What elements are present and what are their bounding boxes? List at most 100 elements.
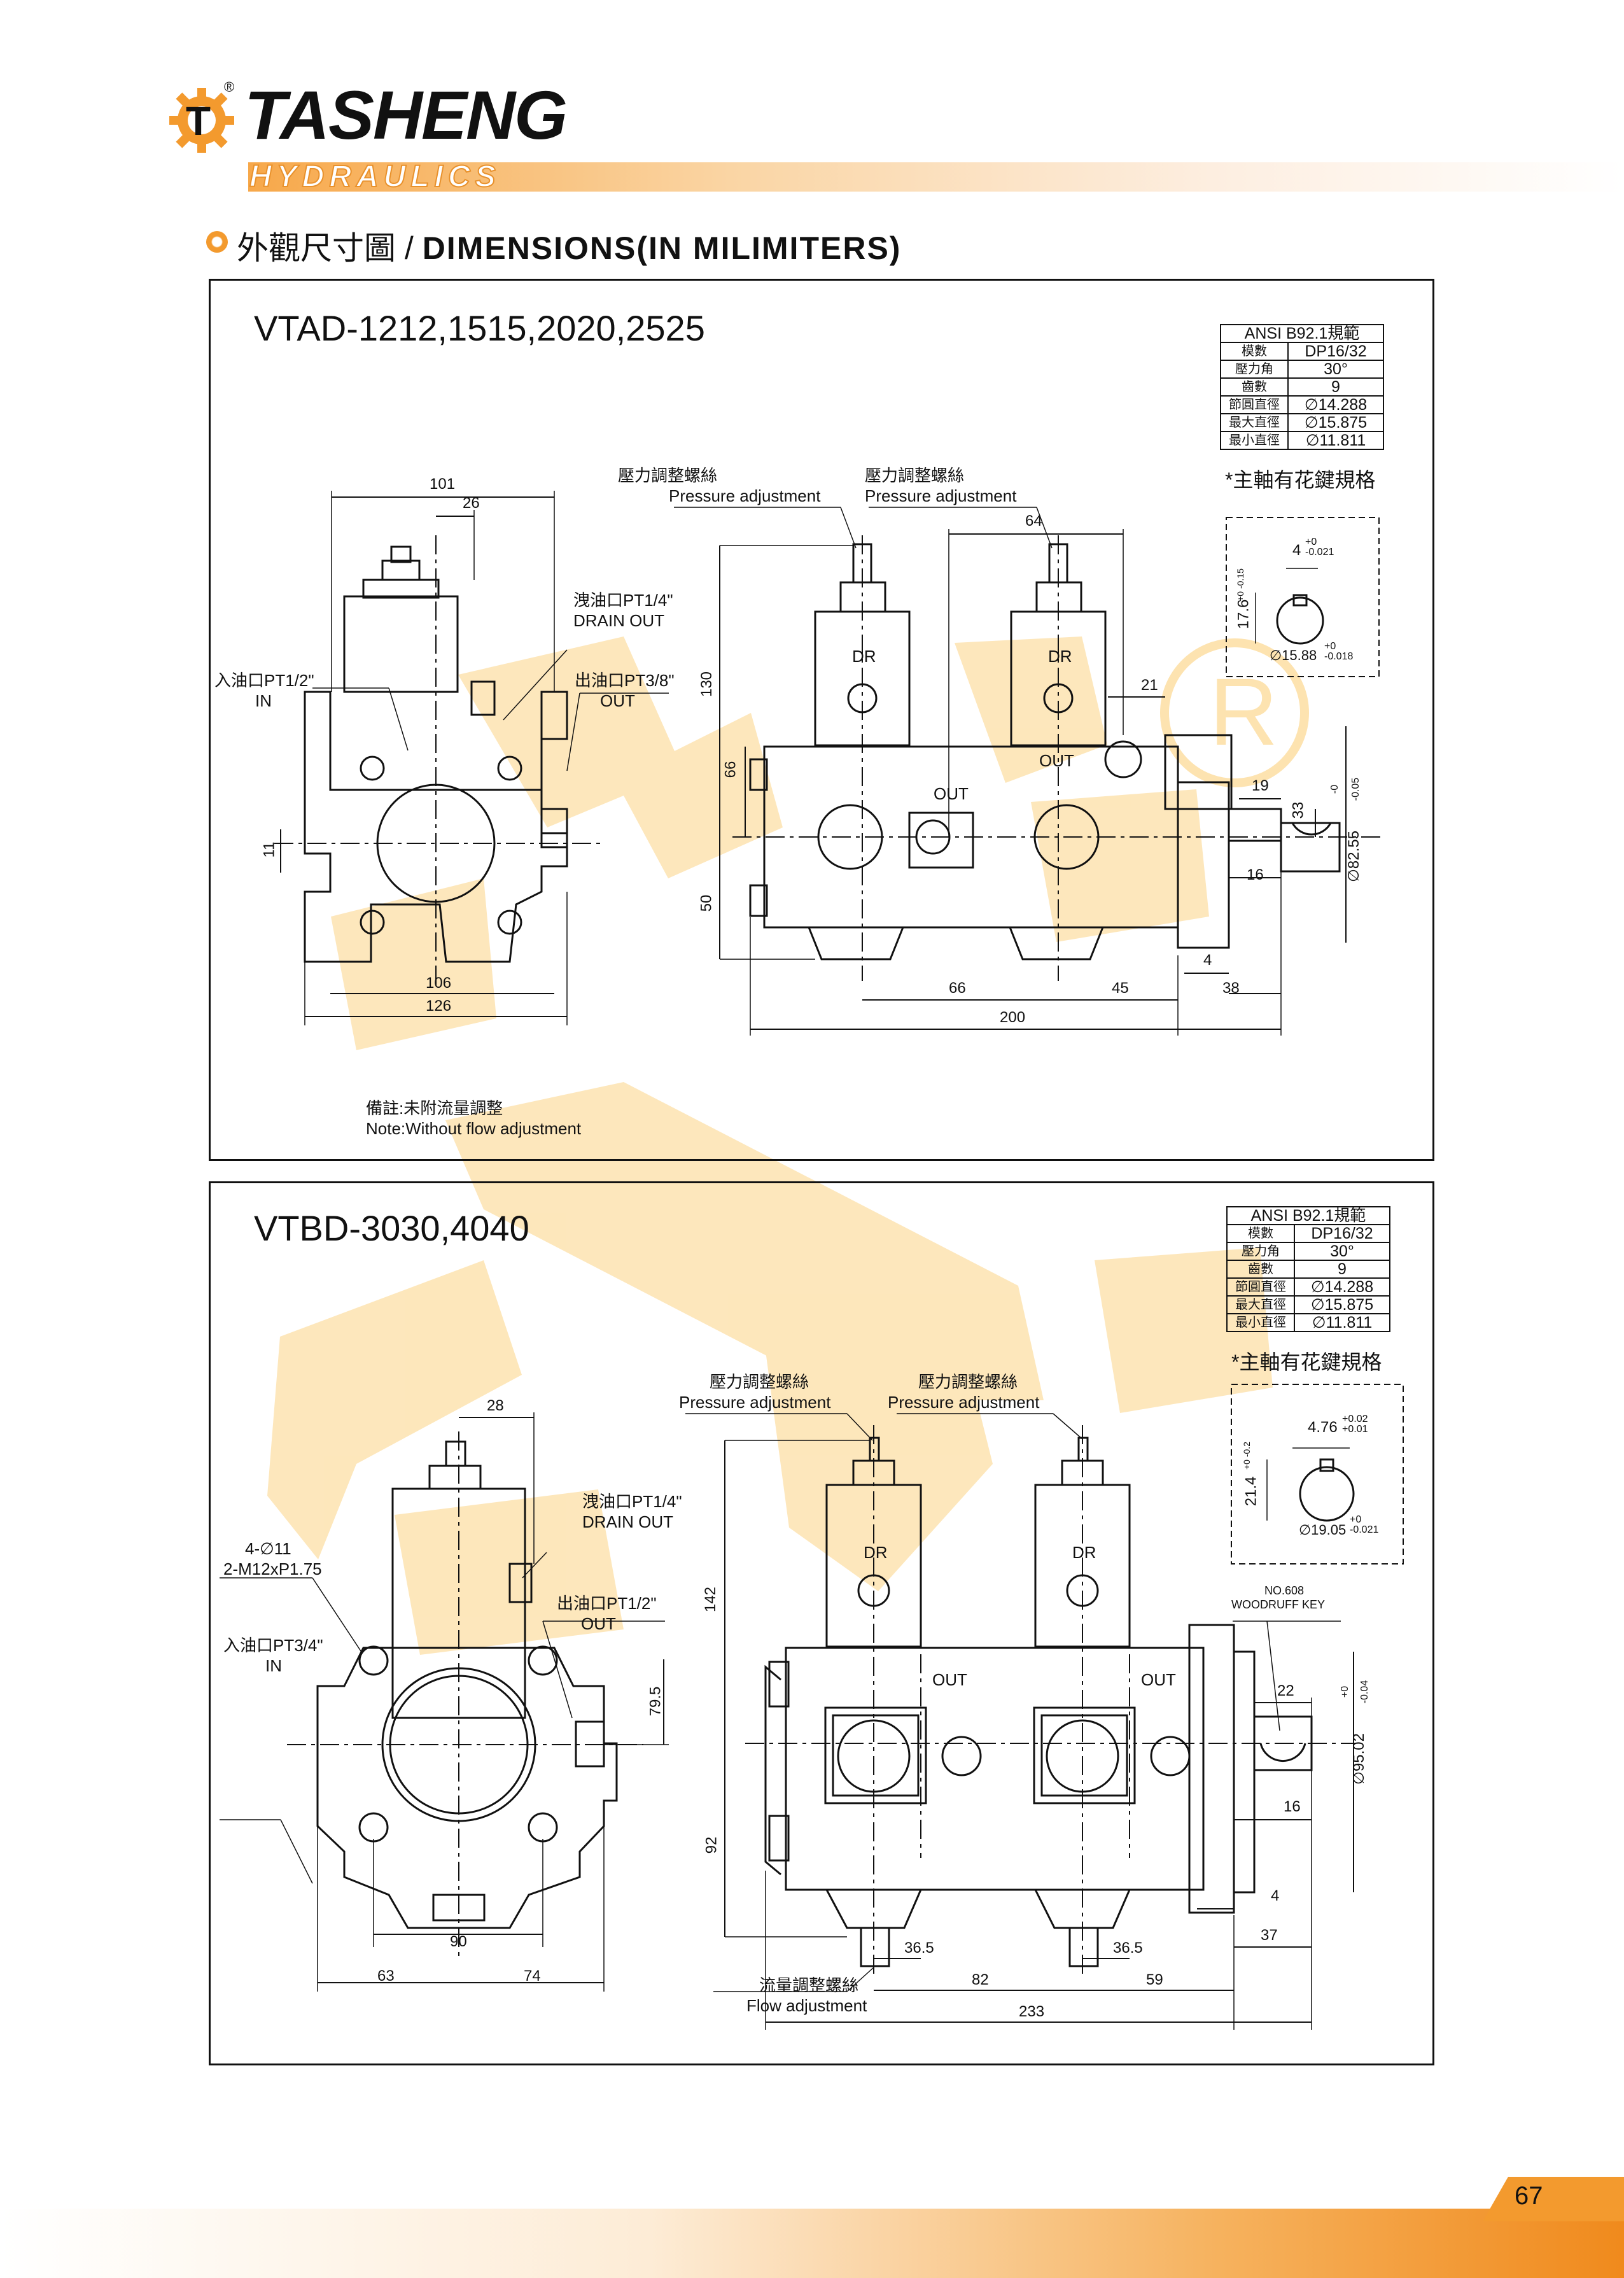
page-number: 67	[1515, 2182, 1543, 2210]
key-width-tol-up: +0.02	[1342, 1414, 1368, 1424]
out-port-label-2: OUT	[1141, 1670, 1176, 1689]
dim-4: 4	[1203, 952, 1212, 969]
out-port-label-1: OUT	[932, 1670, 967, 1689]
in-label-cn: 入油口PT3/4"	[223, 1636, 323, 1655]
gear-logo-icon: T	[169, 88, 234, 153]
dim-66v: 66	[722, 761, 739, 778]
dim-101: 101	[430, 475, 456, 493]
section-title: 外觀尺寸圖 / DIMENSIONS(IN MILIMITERS)	[237, 223, 901, 269]
dim-74: 74	[524, 1967, 541, 1985]
key-width-tol-up: +0	[1305, 537, 1317, 547]
dim-106: 106	[426, 974, 452, 992]
section-title-cn: 外觀尺寸圖	[237, 230, 396, 266]
dim-59: 59	[1146, 1971, 1163, 1988]
dim-79-5: 79.5	[647, 1686, 664, 1717]
model-title: VTBD-3030,4040	[254, 1208, 529, 1248]
dr-label-2: DR	[1048, 647, 1072, 666]
spline-note: *主軸有花鍵規格	[1231, 1351, 1382, 1374]
key-width: 4	[1292, 542, 1301, 559]
spec-header: ANSI B92.1規範	[1220, 324, 1384, 343]
svg-text:T: T	[186, 98, 211, 144]
out-label-cn: 出油口PT3/8"	[575, 671, 675, 690]
key-width: 4.76	[1308, 1419, 1338, 1436]
vtbd-drawing	[220, 1384, 1404, 2030]
flow-label-cn: 流量調整螺絲	[759, 1976, 859, 1995]
drain-label-en: DRAIN OUT	[582, 1512, 673, 1531]
dim-95-02-tol-0: +0	[1340, 1685, 1351, 1698]
svg-text:R: R	[1209, 658, 1278, 765]
dim-11: 11	[260, 841, 278, 858]
dim-22: 22	[1277, 1682, 1294, 1699]
key-height: 17.6	[1235, 599, 1252, 629]
key-name: WOODRUFF KEY	[1231, 1598, 1325, 1611]
dim-4: 4	[1271, 1887, 1280, 1904]
key-height-tol: +0 -0.15	[1235, 568, 1245, 601]
brand-sub: HYDRAULICS	[249, 159, 501, 194]
key-dia-tol-up: +0	[1324, 641, 1336, 652]
note-en: Note:Without flow adjustment	[366, 1119, 582, 1138]
dim-126: 126	[426, 997, 452, 1015]
dim-64: 64	[1025, 512, 1042, 530]
dim-36-5-b: 36.5	[1113, 1939, 1143, 1957]
bullet-icon	[206, 231, 228, 253]
key-height: 21.4	[1242, 1476, 1260, 1507]
dim-95-02-tol: -0.04	[1359, 1680, 1371, 1704]
key-dia-tol-up: +0	[1350, 1514, 1362, 1525]
note-cn: 備註:未附流量調整	[366, 1099, 503, 1118]
dim-21: 21	[1141, 677, 1158, 694]
key-dia-tol-dn: -0.018	[1324, 651, 1354, 662]
spline-note: *主軸有花鍵規格	[1225, 468, 1376, 491]
drain-label-en: DRAIN OUT	[573, 611, 664, 630]
drain-label-cn: 洩油口PT1/4"	[573, 591, 673, 610]
dim-8255: ∅82.55	[1345, 831, 1362, 882]
dr-label-1: DR	[852, 647, 876, 666]
page-tab	[1483, 2177, 1624, 2221]
model-title: VTAD-1212,1515,2020,2525	[254, 308, 705, 348]
dim-8255-tol-0: -0	[1329, 784, 1341, 794]
pressure-label-en-1: Pressure adjustment	[669, 486, 821, 505]
spec-header: ANSI B92.1規範	[1226, 1206, 1390, 1225]
dim-28: 28	[487, 1397, 504, 1414]
dim-82: 82	[972, 1971, 989, 1988]
key-dia: ∅15.88	[1270, 647, 1317, 663]
dim-38: 38	[1222, 980, 1240, 997]
dim-200: 200	[1000, 1009, 1026, 1026]
key-dia-tol-dn: -0.021	[1350, 1524, 1379, 1535]
pressure-label-en-2: Pressure adjustment	[888, 1393, 1040, 1412]
dim-95-02: ∅95.02	[1350, 1733, 1368, 1785]
pressure-label-en-1: Pressure adjustment	[679, 1393, 831, 1412]
dim-19: 19	[1252, 777, 1269, 794]
pressure-label-cn-1: 壓力調整螺絲	[710, 1372, 809, 1391]
panel-vtad: VTAD-1212,1515,2020,2525 ANSI B92.1規範 模數…	[209, 279, 1434, 1161]
pressure-label-en-2: Pressure adjustment	[865, 486, 1017, 505]
brand-sub-bar	[248, 162, 1624, 192]
in-label-en: IN	[265, 1656, 282, 1675]
out-port-label-2: OUT	[1039, 751, 1074, 770]
dim-16: 16	[1284, 1798, 1301, 1815]
footer-bar	[0, 2209, 1624, 2278]
out-label-cn: 出油口PT1/2"	[557, 1594, 657, 1613]
dim-36-5-a: 36.5	[904, 1939, 934, 1957]
in-label-en: IN	[255, 691, 272, 710]
brand-name: TASHENG	[244, 76, 568, 153]
dim-142: 142	[702, 1586, 720, 1613]
key-height-tol: +0 -0.2	[1241, 1442, 1252, 1470]
key-width-tol-dn: +0.01	[1342, 1424, 1368, 1435]
drain-label-cn: 洩油口PT1/4"	[582, 1492, 682, 1511]
in-label-cn: 入油口PT1/2"	[214, 671, 314, 690]
pressure-label-cn-2: 壓力調整螺絲	[865, 466, 965, 485]
vtad-drawing	[274, 491, 1382, 1036]
dim-63: 63	[377, 1967, 395, 1985]
dim-8255-tol: -0.05	[1350, 777, 1362, 801]
out-label-en: OUT	[600, 691, 635, 710]
key-width-tol-dn: -0.021	[1305, 547, 1334, 558]
pressure-label-cn-1: 壓力調整螺絲	[618, 466, 718, 485]
dim-90: 90	[450, 1933, 467, 1950]
dim-37: 37	[1261, 1927, 1278, 1944]
dr-label-1: DR	[864, 1543, 888, 1562]
key-number: NO.608	[1264, 1584, 1305, 1597]
key-dia: ∅19.05	[1299, 1522, 1347, 1538]
